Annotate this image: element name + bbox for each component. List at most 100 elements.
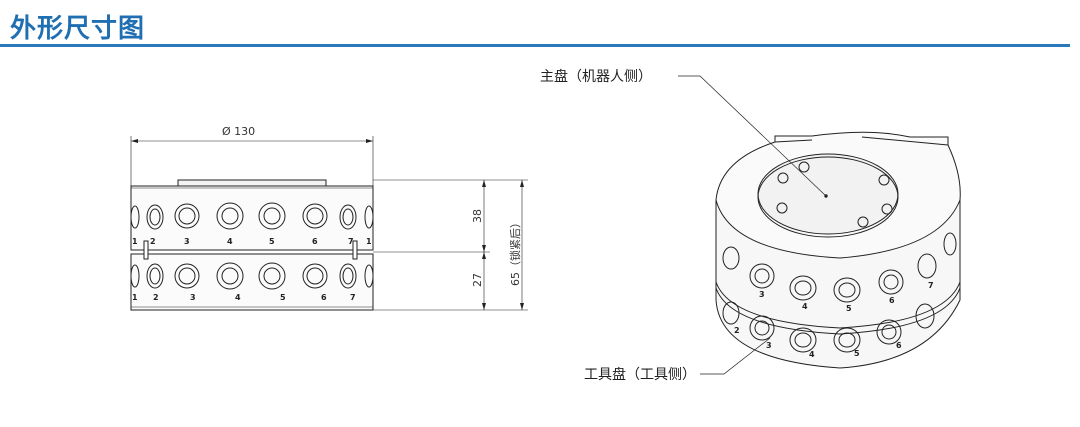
lower-body (130, 253, 374, 311)
iso-port-u-1 (722, 246, 740, 270)
iso-port-l-4-inner (838, 332, 856, 348)
iso-port-l-2 (749, 315, 775, 341)
port-l-5 (258, 262, 286, 290)
iso-port-l-3 (789, 327, 817, 353)
fv-upper-num-6: 6 (312, 237, 318, 246)
fv-lower-num-3: 3 (190, 293, 196, 302)
label-robot-side: 主盘（机器人侧） (540, 68, 652, 85)
port-u-2 (146, 204, 164, 230)
fv-lower-num-1: 1 (132, 293, 138, 302)
iso-view (678, 75, 961, 375)
fv-lower-num-7: 7 (350, 293, 356, 302)
iso-port-u-3-inner (794, 280, 812, 296)
port-u-4-inner (221, 207, 239, 225)
iso-lower-num-4: 4 (809, 350, 815, 359)
iso-port-l-1 (722, 301, 740, 325)
title-underline (0, 44, 1070, 47)
port-u-5 (258, 202, 286, 230)
fv-upper-num-5: 5 (269, 237, 275, 246)
port-l-2-inner (149, 267, 161, 285)
iso-upper-num-7: 7 (928, 281, 934, 290)
iso-port-l-3-inner (794, 332, 812, 348)
port-l-4-inner (221, 267, 239, 285)
iso-bolt-1 (798, 161, 810, 173)
iso-port-l-5-inner (881, 324, 897, 340)
iso-bolt-2 (777, 172, 789, 184)
iso-lower-num-2: 2 (734, 326, 740, 335)
height-lower-label: 27 (471, 273, 484, 287)
port-u-5-inner (263, 207, 281, 225)
front-view (130, 136, 528, 311)
iso-bolt-4 (776, 202, 788, 214)
iso-top-plate (757, 153, 899, 235)
iso-port-u-6 (917, 253, 937, 279)
page-title: 外形尺寸图 (10, 14, 146, 44)
header: 外形尺寸图 (0, 0, 1080, 48)
fv-lower-num-5: 5 (280, 293, 286, 302)
fv-lower-num-6: 6 (321, 293, 327, 302)
iso-upper-num-4: 4 (802, 302, 808, 311)
arrow-h2-top (482, 252, 486, 259)
port-l-3 (174, 263, 200, 289)
iso-port-l-4 (833, 327, 861, 353)
port-u-edge-left (130, 205, 140, 229)
port-u-6-inner (306, 207, 324, 225)
fv-upper-num-4: 4 (227, 237, 233, 246)
port-l-5-inner (263, 267, 281, 285)
iso-port-u-4-inner (838, 282, 856, 298)
port-u-7 (339, 204, 357, 230)
port-l-6-inner (306, 267, 324, 285)
arrow-total-bottom (520, 303, 524, 310)
iso-port-u-5 (878, 269, 904, 295)
upper-ports (130, 202, 374, 230)
iso-port-u-7 (943, 232, 957, 256)
iso-slot-right (861, 136, 949, 146)
port-l-edge-left (130, 264, 140, 288)
port-u-2-inner (149, 208, 161, 226)
leader-top-dot (824, 194, 828, 198)
arrow-h1-top (482, 180, 486, 187)
iso-bolt-6 (857, 216, 869, 228)
iso-port-u-2 (749, 263, 775, 289)
arrow-left (131, 139, 138, 143)
iso-upper-num-6: 6 (889, 296, 895, 305)
fv-upper-num-7: 7 (348, 237, 354, 246)
iso-bolt-5 (881, 203, 893, 215)
port-l-6 (302, 263, 328, 289)
height-total-label: 65（锁紧后） (508, 217, 522, 286)
port-l-7-inner (342, 267, 354, 285)
leader-top (678, 75, 827, 197)
fv-lower-num-2: 2 (153, 293, 159, 302)
port-l-edge-right (364, 264, 374, 288)
fv-upper-num-2: 2 (150, 237, 156, 246)
iso-slot-left (774, 139, 813, 143)
fv-lower-num-4: 4 (235, 293, 241, 302)
iso-bolt-3 (878, 174, 890, 186)
top-cap (177, 179, 327, 187)
upper-body (130, 185, 374, 251)
iso-port-u-3 (789, 275, 817, 301)
locating-pin-right (352, 240, 358, 260)
iso-port-l-2-inner (754, 320, 770, 336)
port-l-7 (339, 263, 357, 289)
arrow-h2-bottom (482, 303, 486, 310)
iso-port-u-2-inner (754, 268, 770, 284)
port-u-4 (216, 202, 244, 230)
height-upper-label: 38 (471, 209, 484, 223)
port-l-2 (146, 263, 164, 289)
label-tool-side: 工具盘（工具侧） (584, 366, 696, 383)
iso-port-u-5-inner (883, 274, 899, 290)
arrow-right (366, 139, 373, 143)
port-u-edge-right (364, 205, 374, 229)
iso-upper-num-3: 3 (759, 290, 765, 299)
port-l-3-inner (178, 267, 196, 285)
fv-upper-num-3: 3 (184, 237, 190, 246)
iso-upper-num-5: 5 (846, 304, 852, 313)
leader-bottom (700, 337, 771, 375)
arrow-total-top (520, 180, 524, 187)
port-u-6 (302, 203, 328, 229)
lower-ports (130, 262, 374, 290)
iso-split-2 (715, 287, 961, 335)
port-u-7-inner (342, 208, 354, 226)
